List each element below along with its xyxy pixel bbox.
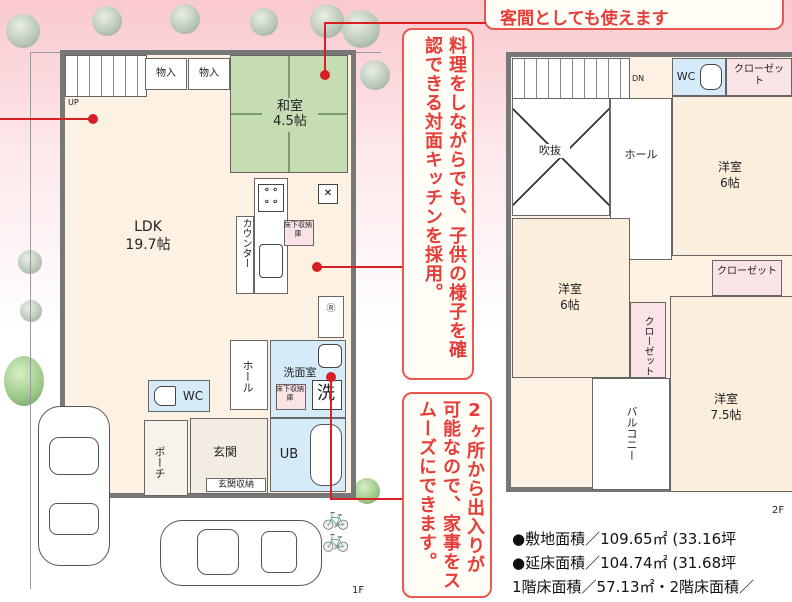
genkan-label: 玄関 [212,445,237,459]
top-banner: 客間としても使えます [484,0,784,30]
hall-1f [230,340,268,410]
porch [144,420,188,496]
wc-2f-label: WC [676,70,696,83]
tree-icon [250,8,278,36]
stove-icon: ⚬⚬⚬⚬ [258,184,284,212]
tree-icon [92,6,122,36]
sink-icon [259,244,283,278]
ldk-label: LDK [134,219,162,235]
balcony-label: バルコニー [625,406,638,461]
utility-shelf [318,296,344,338]
floor1-plan: UP 物入 物入 和室 4.5帖 LDK 19.7帖 カウンター ⚬⚬⚬⚬ ✕ … [0,0,486,602]
leader-kitchen [316,266,412,268]
storage-1 [145,58,187,90]
kitchen-callout-text: 料理をしながらでも、子供の様子を確認できる対面キッチンを採用。 [422,36,467,359]
bicycle-icon: 🚲🚲 [322,506,350,553]
kitchen-counter [236,216,254,294]
fukinuke [512,98,610,216]
stairs-2f [512,58,630,100]
ub-label: UB [279,447,299,462]
wc-1f [148,380,210,412]
underfloor-storage-2 [276,384,306,410]
car-icon [38,406,110,566]
yoshitsu-c-size: 7.5帖 [710,408,742,422]
yoshitsu-a [672,96,792,256]
leader-laundry-h [330,498,410,500]
yoshitsu-c [670,296,792,492]
yoshitsu-b [512,218,630,378]
washing-machine-label: 洗 [317,383,335,404]
floor2-plan: DN 吹抜 ホール WC クローゼット 洋室 6帖 洋室 6帖 クローゼット ク… [500,40,792,516]
stairs [65,55,147,97]
storage-2-label: 物入 [199,68,219,79]
yoshitsu-a-size: 6帖 [720,176,740,190]
hall-1f-label: ホール [241,360,254,393]
wc-1f-label: WC [182,389,204,403]
kitchen-callout: 料理をしながらでも、子供の様子を確認できる対面キッチンを採用。 [402,28,474,380]
fukinuke-label: 吹抜 [530,144,570,158]
yoshitsu-c-label: 洋室 [713,392,738,406]
marker-ldk [88,114,98,124]
spec-site-area: ●敷地面積／109.65㎡ (33.16坪 [512,530,737,548]
underfloor-storage-2-label: 床下収納庫 [276,385,304,402]
leader-washitsu-h [324,22,486,24]
laundry-callout: 2ヶ所から出入りが可能なので、家事をスムーズにできます。 [402,392,492,598]
balcony [592,378,670,490]
underfloor-storage-1 [284,220,314,246]
stairs-dn-label: DN [632,74,645,83]
toilet-icon [700,64,722,90]
hall-2f-label: ホール [624,148,658,161]
top-banner-text: 客間としても使えます [500,9,669,29]
washitsu-label: 和室 [276,99,303,114]
washroom-label: 洗面室 [283,366,317,379]
fridge-icon: ✕ [318,184,338,204]
floor1-label: 1F [352,585,365,596]
floor2-label: 2F [772,505,785,516]
tree-icon [6,14,40,48]
tree-icon [170,4,200,34]
closet-2 [712,260,782,296]
storage-2 [188,58,230,90]
tree-icon [360,60,390,90]
spec-floor-breakdown: 1階床面積／57.13㎡・2階床面積／ [512,578,755,596]
underfloor-storage-1-label: 床下収納庫 [284,221,312,238]
utility-shelf-icon: Ⓡ [326,304,336,314]
leader-ldk [0,118,90,120]
counter-label: カウンター [240,218,251,268]
stairs-up-label: UP [68,98,79,107]
tree-icon [310,4,344,38]
leader-washitsu [324,22,326,72]
washitsu-size: 4.5帖 [273,114,307,129]
tree-icon [342,10,380,48]
yoshitsu-a-label: 洋室 [717,160,742,174]
spec-floor-area: ●延床面積／104.74㎡ (31.68坪 [512,554,737,572]
yoshitsu-b-size: 6帖 [560,298,580,312]
closet-3 [630,302,666,378]
car-icon [160,520,322,586]
tree-icon [20,300,42,322]
washbasin-icon [318,344,342,368]
closet-3-label: クローゼット [642,316,653,376]
ldk-size: 19.7帖 [125,237,171,253]
leader-laundry [330,376,332,500]
closet-1-label: クローゼット [734,64,784,87]
genkan-storage [206,478,266,492]
marker-washitsu [320,70,330,80]
shrub-icon [4,356,44,406]
laundry-callout-text: 2ヶ所から出入りが可能なので、家事をスムーズにできます。 [416,400,485,590]
bathtub-icon [310,424,342,486]
yoshitsu-b-label: 洋室 [557,282,582,296]
porch-label: ポーチ [153,446,166,479]
genkan-storage-label: 玄関収納 [217,480,254,490]
washitsu-label-bg [262,98,318,132]
closet-2-label: クローゼット [717,266,777,277]
storage-1-label: 物入 [156,68,176,79]
toilet-icon [154,386,176,406]
